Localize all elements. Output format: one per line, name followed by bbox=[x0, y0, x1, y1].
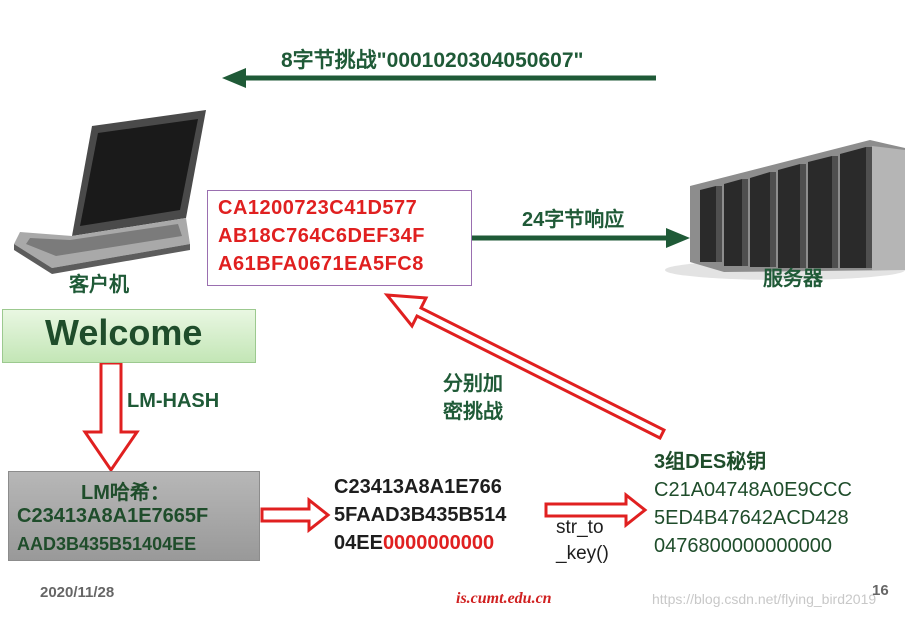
padded-line-3: 04EE0000000000 bbox=[334, 529, 506, 557]
padded-line-3-padding: 0000000000 bbox=[382, 532, 495, 554]
str-to-key-arrow bbox=[544, 491, 648, 529]
challenge-arrow bbox=[222, 68, 656, 88]
padded-line-2: 5FAAD3B435B514 bbox=[334, 504, 507, 526]
encrypt-line-2: 密挑战 bbox=[443, 401, 503, 423]
footer-watermark: https://blog.csdn.net/flying_bird2019 bbox=[652, 591, 877, 607]
str-to-key-label: str_to _key() bbox=[556, 515, 609, 567]
encrypt-challenge-label: 分别加 密挑战 bbox=[443, 370, 503, 426]
des-key-2: 5ED4B47642ACD428 bbox=[654, 507, 849, 529]
lm-hash-box: LM哈希： C23413A8A1E7665F AAD3B435B51404EE bbox=[8, 471, 260, 561]
des-keys-title: 3组DES秘钥 bbox=[654, 451, 767, 473]
padded-line-3-prefix: 04EE bbox=[334, 532, 383, 554]
padded-line-1: C23413A8A1E766 bbox=[334, 476, 502, 498]
str-to-key-line-2: _key() bbox=[556, 543, 609, 564]
footer-site: is.cumt.edu.cn bbox=[456, 590, 552, 607]
lm-hash-step-label: LM-HASH bbox=[127, 390, 220, 412]
challenge-label: 8字节挑战"0001020304050607" bbox=[281, 49, 584, 72]
footer-page-number: 16 bbox=[872, 582, 889, 599]
split-right-arrow bbox=[260, 496, 331, 534]
des-keys: 3组DES秘钥 C21A04748A0E9CCC 5ED4B47642ACD42… bbox=[654, 448, 852, 560]
lm-hash-down-arrow bbox=[82, 361, 140, 473]
server-rack-icon bbox=[665, 140, 905, 280]
lm-hash-line-2: AAD3B435B51404EE bbox=[17, 534, 197, 554]
welcome-box: Welcome bbox=[2, 309, 256, 363]
lm-hash-title: LM哈希： bbox=[81, 482, 170, 504]
lm-hash-line-1: C23413A8A1E7665F bbox=[17, 505, 209, 527]
response-label: 24字节响应 bbox=[522, 209, 625, 231]
padded-hash: C23413A8A1E766 5FAAD3B435B514 04EE000000… bbox=[334, 473, 506, 557]
client-label: 客户机 bbox=[69, 274, 129, 296]
server-label: 服务器 bbox=[763, 268, 823, 290]
response-line-1: CA1200723C41D577 bbox=[218, 197, 418, 219]
footer-date: 2020/11/28 bbox=[40, 584, 115, 601]
response-line-3: A61BFA0671EA5FC8 bbox=[218, 253, 424, 275]
response-box: CA1200723C41D577 AB18C764C6DEF34F A61BFA… bbox=[207, 190, 472, 286]
encrypt-line-1: 分别加 bbox=[443, 373, 503, 395]
encrypt-challenge-arrow bbox=[383, 293, 667, 441]
welcome-text: Welcome bbox=[45, 312, 203, 353]
response-line-2: AB18C764C6DEF34F bbox=[218, 225, 425, 247]
laptop-icon bbox=[14, 110, 206, 274]
response-arrow bbox=[472, 228, 690, 248]
des-key-3: 0476800000000000 bbox=[654, 535, 832, 557]
des-key-1: C21A04748A0E9CCC bbox=[654, 479, 852, 501]
str-to-key-line-1: str_to bbox=[556, 517, 604, 538]
